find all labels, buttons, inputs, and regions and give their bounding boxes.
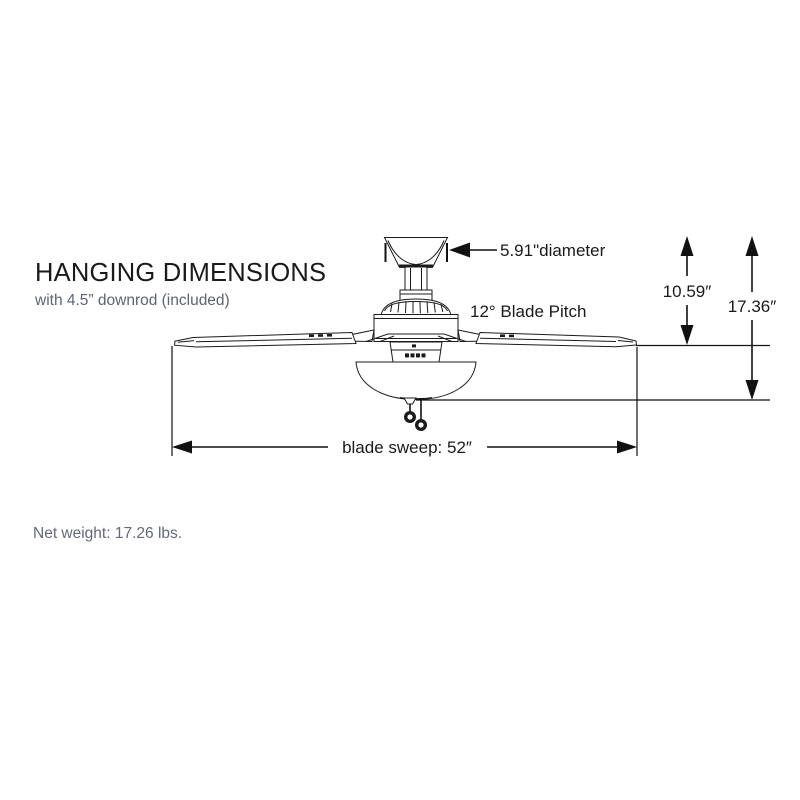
height-to-blades-dimension: 10.59″ <box>663 236 712 345</box>
blade-sweep-dimension: blade sweep: 52″ <box>171 346 638 457</box>
height-to-blades-label: 10.59″ <box>663 282 712 301</box>
arrow-up-icon <box>680 236 694 256</box>
arrow-down-icon <box>745 380 759 400</box>
blade-sweep-label: blade sweep: 52″ <box>342 438 472 457</box>
canopy-diameter-callout: 5.91"diameter <box>449 241 606 260</box>
canopy <box>383 237 449 268</box>
arrow-down-icon <box>680 325 694 345</box>
arrow-left-icon <box>449 242 470 258</box>
canopy-diameter-label: 5.91"diameter <box>500 241 606 260</box>
downrod <box>404 266 428 292</box>
arrow-right-icon <box>617 440 637 454</box>
pull-chain <box>403 397 427 431</box>
page-subtitle: with 4.5” downrod (included) <box>34 292 230 309</box>
blade-pitch-label: 12° Blade Pitch <box>470 302 586 321</box>
fan-blade-left <box>173 329 375 348</box>
net-weight-note: Net weight: 17.26 lbs. <box>33 525 182 542</box>
motor-housing <box>373 314 459 342</box>
arrow-up-icon <box>745 236 759 256</box>
arrow-left-icon <box>172 440 192 454</box>
page-title: HANGING DIMENSIONS <box>35 259 326 287</box>
light-fitter <box>389 341 443 363</box>
overall-height-dimension: 17.36″ <box>728 236 777 400</box>
blade-mount-bracket <box>365 333 467 342</box>
fluted-dome <box>380 298 452 316</box>
overall-height-label: 17.36″ <box>728 297 777 316</box>
